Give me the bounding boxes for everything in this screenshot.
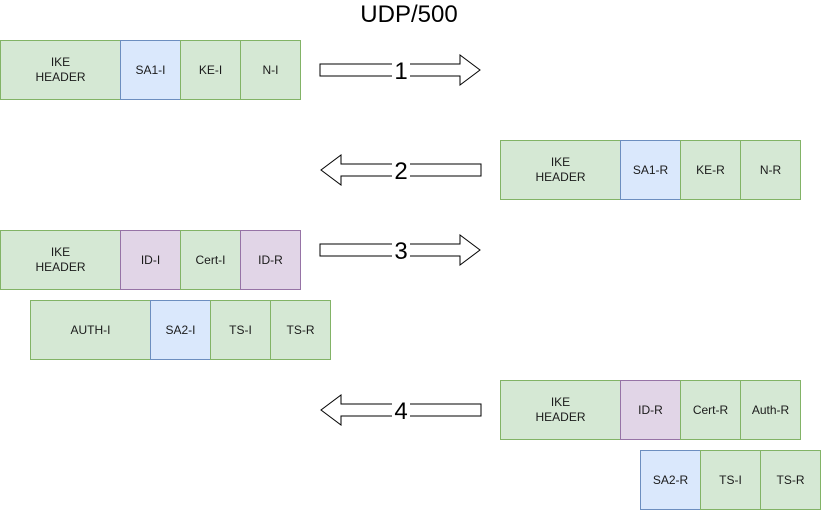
message-3-encrypted-payload: AUTH-I SA2-I TS-I TS-R [30,300,331,360]
ike-header-field: IKE HEADER [0,40,121,100]
sa1-r-field: SA1-R [620,140,681,200]
sa2-i-field: SA2-I [150,300,211,360]
ts-r-field: TS-R [760,450,821,510]
n-r-field: N-R [740,140,801,200]
message-1-packet: IKE HEADER SA1-I KE-I N-I [0,40,301,100]
n-i-field: N-I [240,40,301,100]
arrow-1-number: 1 [394,58,407,85]
id-r-field: ID-R [240,230,301,290]
ts-i-field: TS-I [700,450,761,510]
sa2-r-field: SA2-R [640,450,701,510]
message-3-packet: IKE HEADER ID-I Cert-I ID-R [0,230,301,290]
auth-r-field: Auth-R [740,380,801,440]
ike-header-field: IKE HEADER [500,380,621,440]
arrow-3-number: 3 [394,238,407,265]
arrow-2-left: 2 [320,154,482,186]
message-4-encrypted-payload: SA2-R TS-I TS-R [640,450,821,510]
sa1-i-field: SA1-I [120,40,181,100]
ts-r-field: TS-R [270,300,331,360]
diagram-title: UDP/500 [360,1,458,28]
cert-r-field: Cert-R [680,380,741,440]
arrow-4-left: 4 [320,394,482,426]
arrow-3-right: 3 [319,234,481,266]
id-r-field: ID-R [620,380,681,440]
message-4-packet: IKE HEADER ID-R Cert-R Auth-R [500,380,801,440]
arrow-1-right: 1 [319,54,481,86]
arrow-4-number: 4 [394,398,407,425]
ike-header-field: IKE HEADER [500,140,621,200]
arrow-2-number: 2 [394,158,407,185]
ike-header-field: IKE HEADER [0,230,121,290]
cert-i-field: Cert-I [180,230,241,290]
ke-r-field: KE-R [680,140,741,200]
message-2-packet: IKE HEADER SA1-R KE-R N-R [500,140,801,200]
